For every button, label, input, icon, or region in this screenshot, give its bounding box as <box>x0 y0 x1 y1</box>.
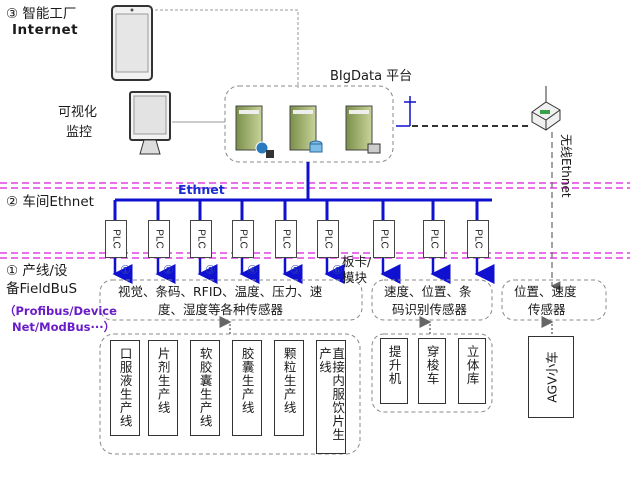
server-icon-3 <box>345 105 381 154</box>
production-line-granule: 颗粒生产线 <box>274 340 304 436</box>
production-line-capsule: 胶囊生产线 <box>232 340 262 436</box>
shuttle-car-box: 穿梭车 <box>418 338 446 404</box>
hoist-box: 提升机 <box>380 338 408 404</box>
plc-9: PLC <box>467 220 489 258</box>
production-line-softgel: 软胶囊生产线 <box>190 340 220 436</box>
plc-4: PLC <box>232 220 254 258</box>
agv-label: AGV小车 <box>544 351 560 403</box>
production-line-oral-liquid: 口服液生产线 <box>110 340 140 436</box>
visualization-label-2: 监控 <box>66 125 93 140</box>
visualization-label-1: 可视化 <box>58 105 98 120</box>
agv-box: AGV小车 <box>528 336 574 418</box>
circle-number-3: ③ <box>205 263 216 277</box>
sensors-a-line1: 视觉、条码、RFID、温度、压力、速 <box>118 284 323 299</box>
protocol-label-1: （Profibus/Device <box>4 304 117 318</box>
production-line-decoction-pieces: 直接内服饮片生产线 <box>316 340 346 454</box>
layer1-label-2: 备FieldBuS <box>6 281 78 297</box>
circle-number-4: ④ <box>247 263 258 277</box>
circle-number-5: ⑤ <box>290 263 301 277</box>
layer1-label-1: ① 产线/设 <box>6 263 68 279</box>
plc-8: PLC <box>423 220 445 258</box>
sensors-a-line2: 度、湿度等各种传感器 <box>158 302 284 317</box>
board-label-2: 模块 <box>342 270 368 285</box>
layer-separators <box>0 182 630 259</box>
plc-7: PLC <box>373 220 395 258</box>
circle-number-6: ⑥ <box>332 263 343 277</box>
router-icon <box>531 86 561 131</box>
layer3-title: ③ 智能工厂 <box>6 6 77 22</box>
production-line-tablet: 片剂生产线 <box>148 340 178 436</box>
antenna-icon <box>396 96 416 127</box>
plc-3: PLC <box>190 220 212 258</box>
layer2-label: ② 车间Ethnet <box>6 194 94 210</box>
circle-number-2: ② <box>163 263 174 277</box>
tablet-icon <box>111 5 153 81</box>
plc-2: PLC <box>148 220 170 258</box>
circle-number-1: ① <box>120 263 131 277</box>
plc-1: PLC <box>105 220 127 258</box>
sensors-c-line1: 位置、速度 <box>514 284 577 299</box>
server-icon-2 <box>289 105 323 153</box>
layer3-internet: Internet <box>12 22 79 38</box>
server-icon-1 <box>235 105 274 158</box>
stereo-warehouse-box: 立体库 <box>458 338 486 404</box>
sensors-b-line2: 码识别传感器 <box>392 302 468 317</box>
sensors-c-line2: 传感器 <box>528 302 566 317</box>
wireless-label: 无线Ethnet <box>559 134 573 198</box>
plc-5: PLC <box>275 220 297 258</box>
protocol-label-2: Net/ModBus···） <box>12 320 116 334</box>
ethnet-label: Ethnet <box>178 182 225 197</box>
board-label-1: 板卡/ <box>342 254 372 269</box>
sensors-b-line1: 速度、位置、条 <box>384 284 472 299</box>
monitor-icon <box>129 91 171 155</box>
plc-6: PLC <box>317 220 339 258</box>
bigdata-label: BIgData 平台 <box>330 69 413 84</box>
